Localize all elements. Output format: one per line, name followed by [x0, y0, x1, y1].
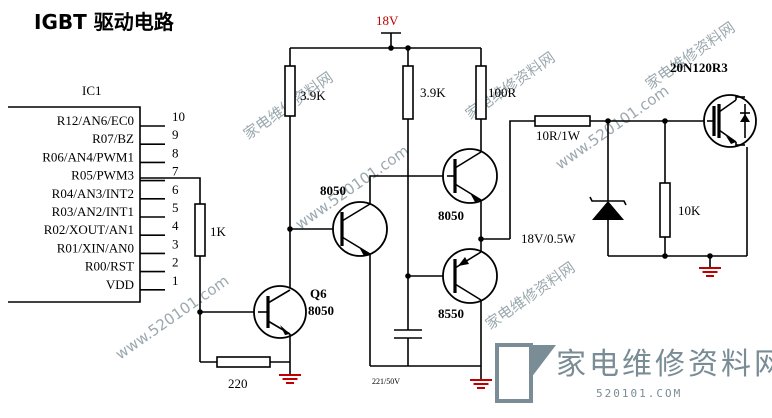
emitter-resistor-220: 220 [200, 356, 290, 391]
ground-icon [699, 256, 721, 277]
ic-pin-label: R04/AN3/INT2 [52, 186, 134, 201]
ground-icon [279, 374, 301, 384]
q-bot-type: 8550 [438, 306, 464, 321]
ic-pin-number: 6 [172, 182, 179, 197]
ic-pin-label: R12/AN6/EC0 [57, 113, 134, 128]
transistor-mid-8050: 8050 [287, 175, 447, 366]
resistor-10k: 10K [608, 121, 747, 259]
ic-pin-number: 7 [172, 164, 179, 179]
r3-value: 100R [488, 85, 517, 100]
brand-watermark: 家电维修资料网 520101.COM [495, 343, 772, 403]
page-title: IGBT 驱动电路 [34, 10, 175, 34]
ic-name: IC1 [82, 83, 102, 98]
zener-diode: 18V/0.5W [521, 121, 627, 256]
transistor-bottom-8550: 8550 [405, 236, 498, 380]
ic-pin-number: 5 [172, 200, 179, 215]
ic-pin-label: R00/RST [85, 259, 134, 274]
ic-pin-label: R01/XIN/AN0 [57, 240, 134, 255]
ic-pin-number: 9 [172, 127, 179, 142]
r-gate-value: 10R/1W [536, 128, 581, 143]
ic-pin-label: R07/BZ [92, 131, 134, 146]
supply-label: 18V [376, 13, 399, 28]
ic-pin-number: 4 [172, 218, 179, 233]
igbt-20n120r3: 20N120R3 [670, 60, 757, 256]
r2-value: 3.9K [420, 85, 446, 100]
ground-symbols [279, 256, 721, 389]
capacitor-221: 221/50V [370, 329, 481, 386]
ic-pin-number: 2 [172, 255, 179, 270]
ic-pin-label: R05/PWM3 [71, 168, 134, 183]
ic-pin-label: VDD [106, 277, 134, 292]
resistor-3k9-middle: 3.9K [402, 48, 446, 330]
q-mid-type: 8050 [320, 183, 346, 198]
brand-text: 家电维修资料网 [556, 347, 772, 382]
brand-url: 520101.COM [596, 387, 682, 400]
ic-pin-number: 3 [172, 236, 179, 251]
base-resistor-1k: 1K [140, 177, 258, 362]
transistor-q6: Q6 8050 [253, 285, 334, 375]
ic-pin-number: 10 [172, 109, 185, 124]
r-ge-value: 10K [678, 203, 701, 218]
supply-18v: 18V [290, 13, 481, 51]
r-base-value: 1K [210, 224, 227, 239]
q-top-type: 8050 [438, 208, 464, 223]
gate-resistor-10r: 10R/1W [481, 115, 707, 240]
q6-name: Q6 [310, 286, 327, 301]
diag-watermark-7: 家电维修资料网 [642, 18, 738, 93]
ic-pin-label: R03/AN2/INT1 [52, 204, 134, 219]
q6-type: 8050 [308, 303, 334, 318]
capacitor-value: 221/50V [372, 377, 400, 386]
transistor-top-8050: 8050 [438, 148, 498, 252]
r-emitter-value: 220 [228, 376, 248, 391]
resistor-100r: 100R [475, 48, 517, 152]
ic-pin-label: R02/XOUT/AN1 [44, 222, 134, 237]
ic-pin-label: R06/AN4/PWM1 [42, 149, 134, 164]
ic-body [8, 106, 141, 303]
ic-pin-number: 1 [172, 273, 179, 288]
ground-icon [470, 379, 492, 389]
resistor-3k9-left: 3.9K [284, 48, 326, 290]
ic-pin-number: 8 [172, 145, 179, 160]
igbt-part: 20N120R3 [670, 60, 728, 75]
r1-value: 3.9K [300, 88, 326, 103]
zener-value: 18V/0.5W [521, 231, 576, 246]
